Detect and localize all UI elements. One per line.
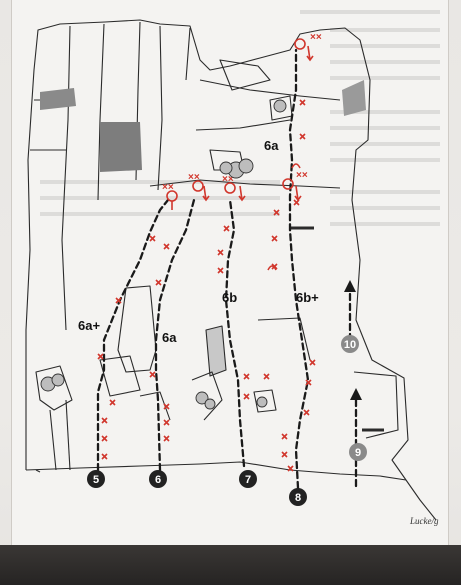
top-route-grade: 6a — [264, 138, 279, 153]
route-9-arrow — [350, 388, 362, 400]
route-8-grade: 6b+ — [296, 290, 319, 305]
anchor-mark: ×× — [162, 182, 174, 193]
route-6-badge: 6 — [149, 470, 167, 488]
route-9-badge: 9 — [349, 443, 367, 461]
anchor-mark: ×× — [296, 170, 308, 181]
route-9-number: 9 — [355, 447, 361, 459]
route-7-line — [226, 200, 244, 466]
route-6-grade: 6a — [162, 330, 177, 345]
bolt-icon — [300, 134, 305, 139]
bolt-icon — [102, 454, 107, 459]
bolt-icon — [218, 250, 223, 255]
shrub-icon — [274, 100, 286, 112]
bolt-icon — [272, 236, 277, 241]
shrubs — [41, 100, 286, 409]
shrub-icon — [257, 397, 267, 407]
anchor-icon — [283, 179, 301, 200]
route-6-number: 6 — [155, 474, 161, 486]
route-8-badge: 8 — [289, 488, 307, 506]
bolt-icon — [102, 436, 107, 441]
bolt-icon — [102, 418, 107, 423]
rock-outline — [26, 20, 436, 520]
bolt-icon — [244, 394, 249, 399]
route-8-line — [290, 50, 308, 488]
bolt-icon — [244, 374, 249, 379]
artist-signature: Lucke/g — [409, 516, 439, 526]
route-7-number: 7 — [245, 474, 251, 486]
bolt-icon — [224, 226, 229, 231]
bolt-icon — [282, 434, 287, 439]
bolt-icon — [150, 236, 155, 241]
route-8-number: 8 — [295, 492, 301, 504]
bolt-icon — [310, 360, 315, 365]
bolt-icon — [164, 436, 169, 441]
route-7-grade: 6b — [222, 290, 237, 305]
bolt-icon — [304, 410, 309, 415]
bolt-icon — [264, 374, 269, 379]
anchor-icon — [167, 191, 177, 210]
shrub-icon — [196, 392, 215, 409]
bolt-icon — [98, 354, 103, 359]
bolt-icon — [164, 244, 169, 249]
route-10-number: 10 — [344, 339, 356, 351]
route-5-badge: 5 — [87, 470, 105, 488]
route-5-number: 5 — [93, 474, 99, 486]
shrub-icon — [41, 374, 64, 391]
route-lines — [98, 50, 356, 488]
bolt-icon — [156, 280, 161, 285]
anchor-mark: ×× — [188, 172, 200, 183]
piton-icon — [292, 164, 300, 168]
bolt-icon — [218, 268, 223, 273]
route-5-grade: 6a+ — [78, 318, 100, 333]
bolt-icon — [110, 400, 115, 405]
route-10-arrow — [344, 280, 356, 292]
bolt-icon — [150, 372, 155, 377]
route-10-badge: 10 — [341, 335, 359, 353]
bolt-icon — [164, 420, 169, 425]
anchor-mark: ×× — [310, 32, 322, 43]
bolt-icon — [300, 100, 305, 105]
route-7-badge: 7 — [239, 470, 257, 488]
bolt-icon — [282, 452, 287, 457]
